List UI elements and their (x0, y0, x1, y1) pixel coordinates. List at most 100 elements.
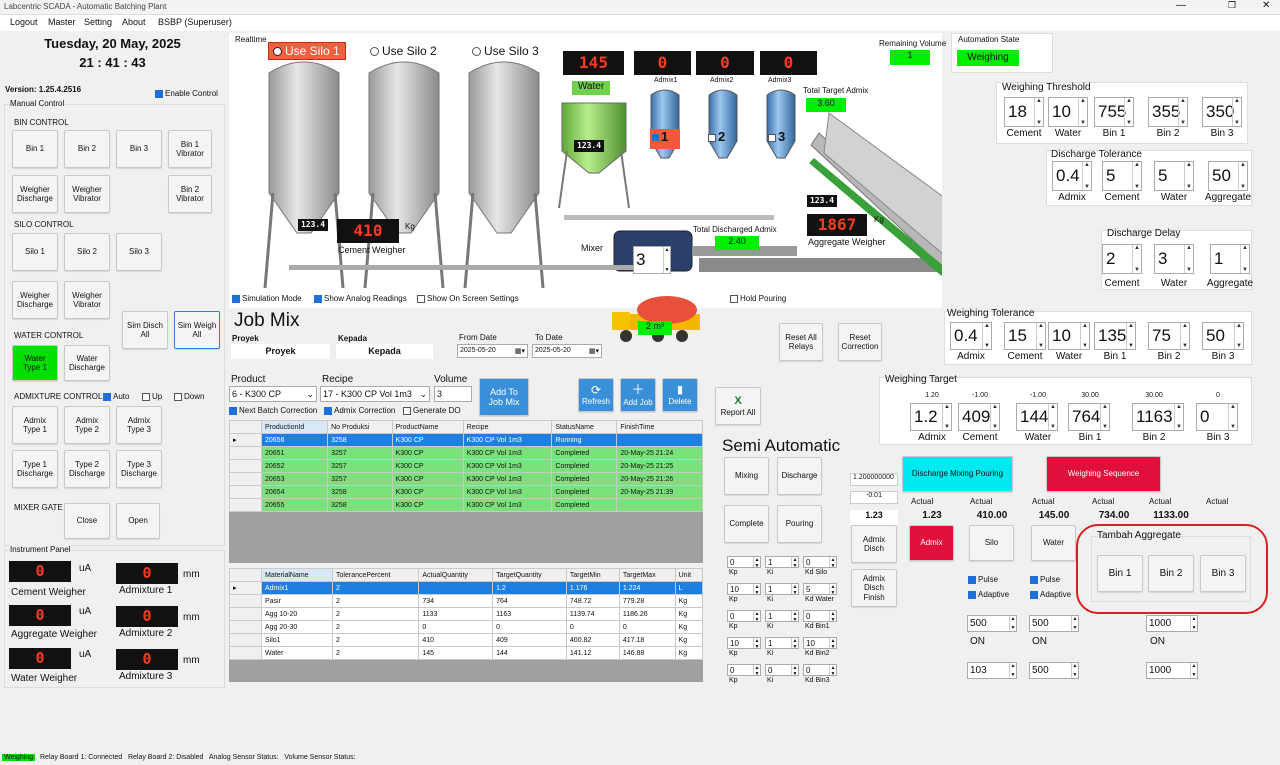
complete-button[interactable]: Complete (724, 505, 769, 543)
pid-1-1-input[interactable]: 1▲▼ (765, 583, 799, 596)
maximize-icon[interactable]: ❐ (1228, 0, 1237, 10)
silo-weigher-vibrator-button[interactable]: Weigher Vibrator (64, 281, 110, 319)
mixer-count-input[interactable]: 3▲▼ (633, 246, 671, 274)
delete-button[interactable]: ▮Delete (662, 378, 698, 412)
show-osk-checkbox[interactable]: Show On Screen Settings (417, 294, 519, 303)
weigh-tol-3-input[interactable]: 135▲▼ (1094, 322, 1136, 350)
weigh-target-4-input[interactable]: 1163▲▼ (1132, 403, 1184, 431)
water-adaptive-checkbox[interactable]: Adaptive (1030, 590, 1071, 599)
jobs-header[interactable]: FinishTime (616, 420, 703, 434)
add-job-button[interactable]: ＋Add Job (620, 378, 656, 412)
bin-weigher-discharge-button[interactable]: Weigher Discharge (12, 175, 58, 213)
threshold-bin2-input[interactable]: 355▲▼ (1148, 97, 1188, 127)
admix-type2-button[interactable]: Admix Type 2 (64, 406, 110, 444)
admix-correction-checkbox[interactable]: Admix Correction (324, 406, 395, 415)
disch-delay-0-input[interactable]: 2▲▼ (1102, 244, 1142, 274)
threshold-water-input[interactable]: 10▲▼ (1048, 97, 1088, 127)
next-batch-correction-checkbox[interactable]: Next Batch Correction (229, 406, 317, 415)
menu-about[interactable]: About (122, 17, 146, 27)
materials-header[interactable]: Unit (674, 568, 703, 582)
silo3-button[interactable]: Silo 3 (116, 233, 162, 271)
gate-close-button[interactable]: Close (64, 503, 110, 539)
sim-weigh-all-button[interactable]: Sim Weigh All (174, 311, 220, 349)
to-date-picker[interactable]: 2025-05-20▦▾ (532, 344, 602, 358)
enable-control-checkbox[interactable]: Enable Control (155, 89, 218, 98)
admix-disch-finish-button[interactable]: Admix Disch Finish (851, 569, 897, 607)
simulation-mode-checkbox[interactable]: Simulation Mode (232, 294, 302, 303)
row-indicator[interactable] (229, 646, 262, 660)
from-date-picker[interactable]: 2025-05-20▦▾ (457, 344, 528, 358)
weigh-target-3-input[interactable]: 764▲▼ (1068, 403, 1110, 431)
admix-type1-button[interactable]: Admix Type 1 (12, 406, 58, 444)
pid-4-1-input[interactable]: 0▲▼ (765, 664, 799, 677)
weigh-tol-2-input[interactable]: 10▲▼ (1048, 322, 1090, 350)
disch-delay-2-input[interactable]: 1▲▼ (1210, 244, 1250, 274)
use-silo3-radio[interactable]: Use Silo 3 (472, 44, 539, 58)
materials-header[interactable]: MaterialName (260, 568, 334, 582)
weigh-tol-5-input[interactable]: 50▲▼ (1202, 322, 1244, 350)
water-button[interactable]: Water (1031, 525, 1076, 561)
disch-tol-2-input[interactable]: 5▲▼ (1154, 161, 1194, 191)
admix1-checkbox[interactable]: 1 (650, 129, 680, 149)
jobs-header[interactable]: ProductName (391, 420, 464, 434)
bin1-vibrator-button[interactable]: Bin 1 Vibrator (168, 130, 212, 168)
row-indicator[interactable]: ▸ (229, 581, 262, 595)
bin2-vibrator-button[interactable]: Bin 2 Vibrator (168, 175, 212, 213)
weighing-sequence-button[interactable]: Weighing Sequence (1046, 456, 1161, 492)
admix-factor-field[interactable]: 1.200000000 (850, 473, 898, 486)
type2-discharge-button[interactable]: Type 2 Discharge (64, 450, 110, 488)
weigh-tol-4-input[interactable]: 75▲▼ (1148, 322, 1190, 350)
pid-2-1-input[interactable]: 1▲▼ (765, 610, 799, 623)
pouring-button[interactable]: Pouring (777, 505, 822, 543)
row-indicator[interactable] (229, 498, 262, 512)
menu-master[interactable]: Master (48, 17, 76, 27)
threshold-bin1-input[interactable]: 755▲▼ (1094, 97, 1134, 127)
product-dropdown[interactable]: 6 - K300 CP⌄ (229, 386, 317, 402)
pid-2-0-input[interactable]: 0▲▼ (727, 610, 761, 623)
bin3-button[interactable]: Bin 3 (116, 130, 162, 168)
volume-input[interactable]: 3 (434, 386, 472, 402)
pid-4-2-input[interactable]: 0▲▼ (803, 664, 837, 677)
jobs-header[interactable]: StatusName (551, 420, 618, 434)
pid-0-0-input[interactable]: 0▲▼ (727, 556, 761, 569)
reset-correction-button[interactable]: Reset Correction (838, 323, 882, 361)
materials-header[interactable]: TolerancePercent (332, 568, 420, 582)
silo-setpoint1-input[interactable]: 500▲▼ (967, 615, 1017, 632)
bin1-button[interactable]: Bin 1 (12, 130, 58, 168)
bin2-button[interactable]: Bin 2 (64, 130, 110, 168)
materials-header[interactable]: TargetQuantity (492, 568, 567, 582)
weigh-tol-1-input[interactable]: 15▲▼ (1004, 322, 1046, 350)
row-indicator[interactable]: ▸ (229, 433, 262, 447)
discharge-button[interactable]: Discharge (777, 457, 822, 495)
jobs-header[interactable]: No Produksi (327, 420, 393, 434)
row-indicator[interactable] (229, 485, 262, 499)
water-type1-button[interactable]: Water Type 1 (12, 345, 58, 381)
admix-type3-button[interactable]: Admix Type 3 (116, 406, 162, 444)
admix-offset-field[interactable]: -0.01 (850, 491, 898, 504)
row-indicator[interactable] (229, 446, 262, 460)
pid-1-0-input[interactable]: 10▲▼ (727, 583, 761, 596)
threshold-cement-input[interactable]: 18▲▼ (1004, 97, 1044, 127)
pid-4-0-input[interactable]: 0▲▼ (727, 664, 761, 677)
close-icon[interactable]: ✕ (1262, 0, 1271, 11)
auto-checkbox[interactable]: Auto (103, 392, 129, 401)
tambah-bin3-button[interactable]: Bin 3 (1200, 555, 1246, 592)
pid-0-2-input[interactable]: 0▲▼ (803, 556, 837, 569)
hold-pouring-checkbox[interactable]: Hold Pouring (730, 294, 786, 303)
silo-weigher-discharge-button[interactable]: Weigher Discharge (12, 281, 58, 319)
weigh-target-0-input[interactable]: 1.2▲▼ (910, 403, 952, 431)
water-discharge-button[interactable]: Water Discharge (64, 345, 110, 381)
show-analog-checkbox[interactable]: Show Analog Readings (314, 294, 407, 303)
recipe-dropdown[interactable]: 17 - K300 CP Vol 1m3⌄ (320, 386, 430, 402)
materials-header[interactable]: TargetMax (618, 568, 676, 582)
type1-discharge-button[interactable]: Type 1 Discharge (12, 450, 58, 488)
pid-0-1-input[interactable]: 1▲▼ (765, 556, 799, 569)
